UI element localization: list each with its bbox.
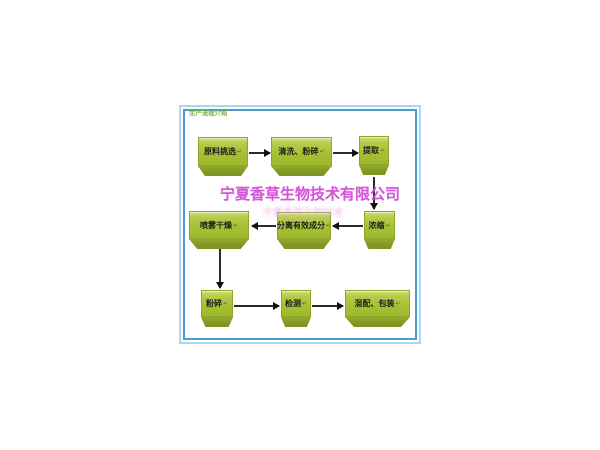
node-label: 粉碎 <box>205 299 222 308</box>
node-box: 混配、包装↵ <box>345 290 410 317</box>
node-base-shadow <box>345 317 410 327</box>
node-label: 混配、包装 <box>354 299 395 308</box>
arrow-crushing-to-testing <box>234 302 280 309</box>
node-raw-material-selection: 原料挑选↵ <box>198 137 248 176</box>
node-box: 提取↵ <box>359 136 389 165</box>
node-base-shadow <box>359 165 389 175</box>
node-label: 分离有效成分 <box>276 221 325 230</box>
node-label: 原料挑选 <box>203 147 236 156</box>
return-mark: ↵ <box>301 301 308 307</box>
arrow-extraction-to-concentration <box>370 177 377 210</box>
node-separate-active-ingredients: 分离有效成分↵ <box>277 212 331 249</box>
arrow-concentration-to-separation <box>332 222 363 229</box>
node-base-shadow <box>189 239 249 249</box>
return-mark: ↵ <box>385 222 391 229</box>
node-label: 喷雾干燥 <box>199 220 232 230</box>
node-box: 粉碎↵ <box>201 290 233 317</box>
arrow-spray-drying-to-crushing <box>216 249 223 289</box>
diagram-title: 生产流程介绍 <box>189 109 228 117</box>
return-mark: ↵ <box>222 301 229 307</box>
node-box: 浓缩↵ <box>364 211 395 239</box>
node-label: 浓缩 <box>368 220 385 230</box>
return-mark: ↵ <box>395 301 401 307</box>
node-box: 原料挑选↵ <box>198 137 248 166</box>
return-mark: ↵ <box>379 148 386 154</box>
node-box: 清洗、粉碎↵ <box>271 137 332 166</box>
arrow-washing-to-extraction <box>333 149 359 156</box>
node-spray-drying: 喷雾干燥↵ <box>189 211 249 249</box>
node-box: 喷雾干燥↵ <box>189 211 249 239</box>
company-watermark: 宁夏香草生物技术有限公司 <box>219 187 401 203</box>
return-mark: ↵ <box>319 149 325 155</box>
return-mark: ↵ <box>236 149 243 155</box>
node-box: 检测↵ <box>281 290 311 317</box>
node-extraction: 提取↵ <box>359 136 389 175</box>
node-crushing: 粉碎↵ <box>201 290 233 327</box>
node-label: 清洗、粉碎 <box>278 147 319 156</box>
node-box: 分离有效成分↵ <box>277 212 331 239</box>
watermark-ghost: 宁夏香草生物技术 <box>263 208 343 219</box>
node-base-shadow <box>364 239 395 249</box>
node-base-shadow <box>201 317 233 327</box>
node-concentration: 浓缩↵ <box>364 211 395 249</box>
node-base-shadow <box>198 166 248 176</box>
node-label: 检测 <box>284 299 301 308</box>
node-mixing-packaging: 混配、包装↵ <box>345 290 410 327</box>
arrow-separation-to-spray-drying <box>251 222 276 229</box>
node-base-shadow <box>281 317 311 327</box>
node-label: 提取 <box>362 146 379 155</box>
return-mark: ↵ <box>325 223 332 229</box>
node-base-shadow <box>277 239 331 249</box>
arrow-raw-to-washing <box>249 149 271 156</box>
node-washing-crushing: 清洗、粉碎↵ <box>271 137 332 176</box>
node-testing: 检测↵ <box>281 290 311 327</box>
arrow-testing-to-packaging <box>312 302 344 309</box>
node-base-shadow <box>271 166 332 176</box>
return-mark: ↵ <box>232 222 239 229</box>
